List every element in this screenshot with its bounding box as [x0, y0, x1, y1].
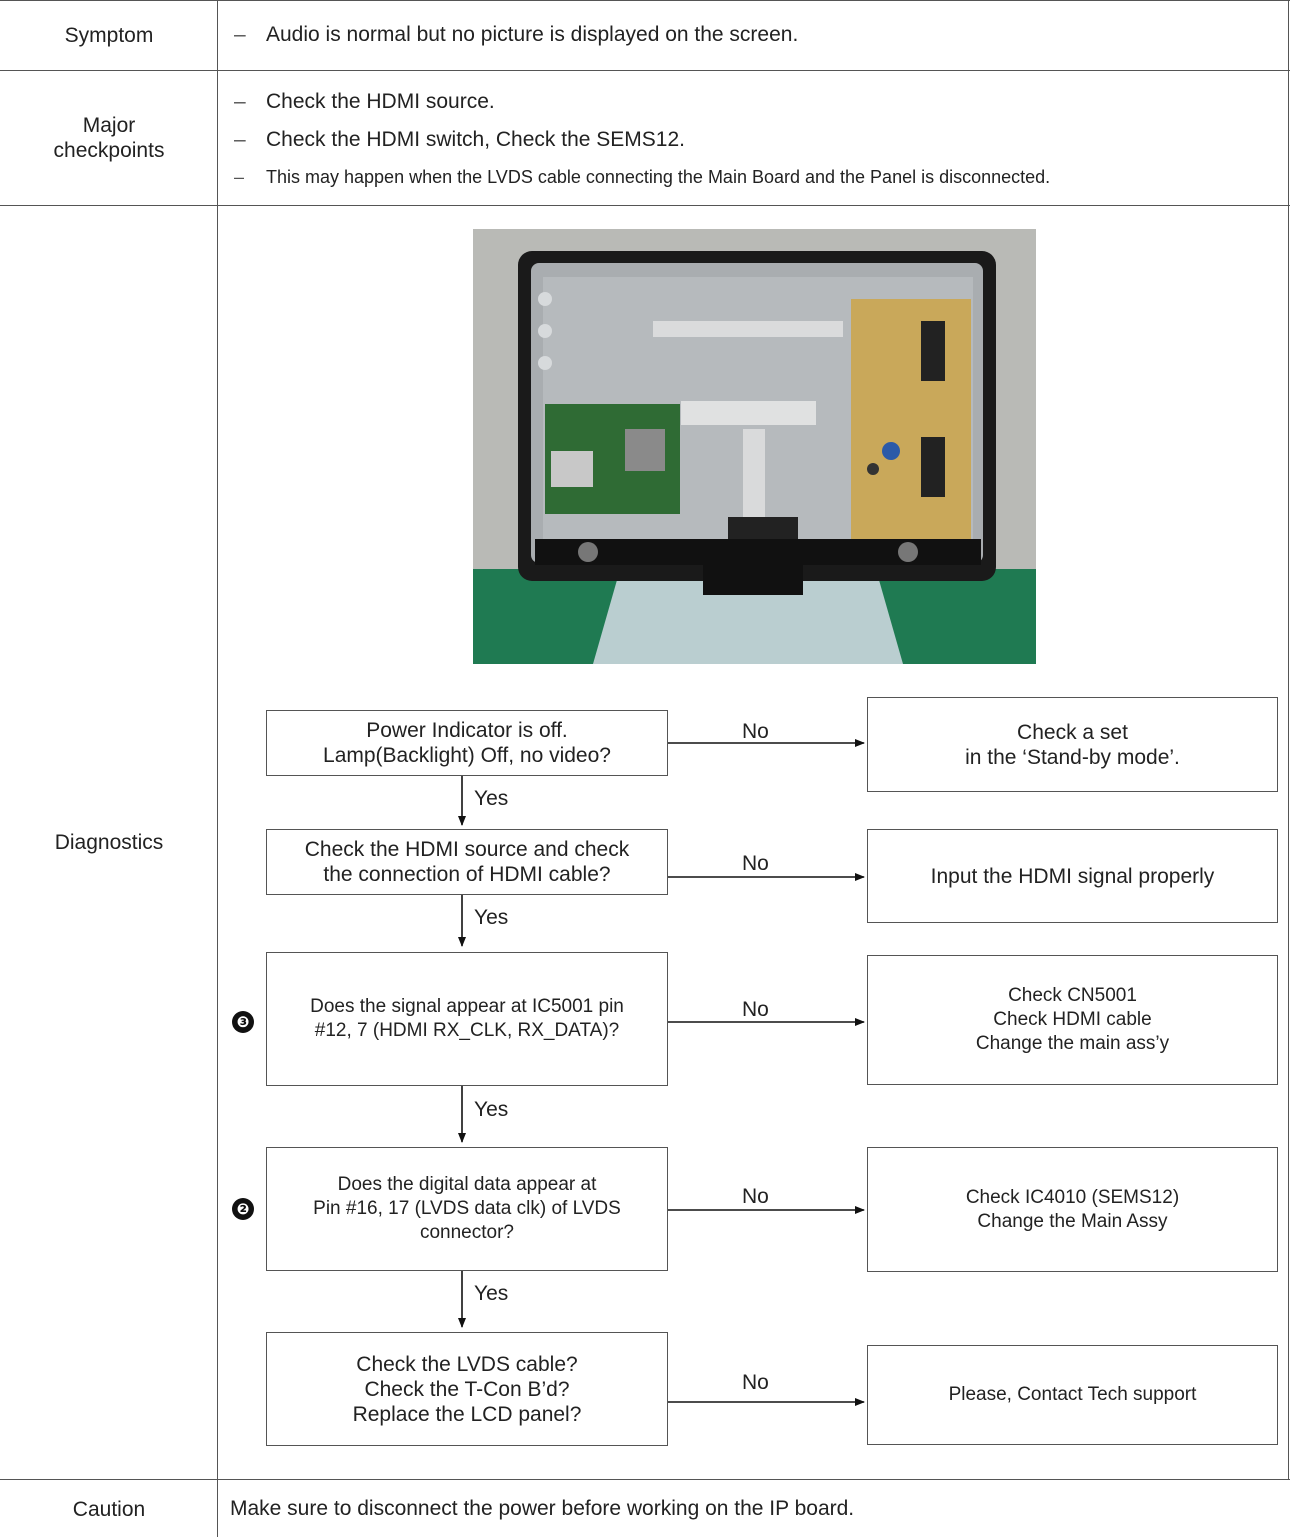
step-marker-2: ❷	[232, 1198, 254, 1220]
column-divider	[217, 0, 218, 1537]
no-label: No	[742, 1371, 769, 1394]
action-box-input-hdmi: Input the HDMI signal properly	[867, 829, 1278, 923]
major-checkpoints-label: Major checkpoints	[53, 114, 165, 162]
action-box-ic4010: Check IC4010 (SEMS12)Change the Main Ass…	[867, 1147, 1278, 1272]
yes-label: Yes	[474, 906, 509, 929]
caution-text: Make sure to disconnect the power before…	[230, 1497, 855, 1520]
no-label: No	[742, 720, 769, 743]
yes-label: Yes	[474, 1282, 509, 1305]
table-top-border	[0, 0, 1290, 1]
action-box-tech-support: Please, Contact Tech support	[867, 1345, 1278, 1445]
question-box-ic5001-signal: Does the signal appear at IC5001 pin#12,…	[266, 952, 668, 1086]
yes-label: Yes	[474, 1098, 509, 1121]
row-divider	[0, 1479, 1290, 1480]
symptom-label: Symptom	[64, 24, 154, 47]
question-box-lvds-cable: Check the LVDS cable?Check the T-Con B’d…	[266, 1332, 668, 1446]
tv-back-panel-photo	[473, 229, 1036, 664]
no-label: No	[742, 1185, 769, 1208]
caution-label: Caution	[72, 1498, 146, 1521]
no-label: No	[742, 852, 769, 875]
diagnostics-label: Diagnostics	[54, 831, 164, 854]
checkpoint-item: –Check the HDMI switch, Check the SEMS12…	[234, 128, 685, 151]
question-box-power-indicator: Power Indicator is off.Lamp(Backlight) O…	[266, 710, 668, 776]
no-label: No	[742, 998, 769, 1021]
checkpoint-item: –This may happen when the LVDS cable con…	[234, 167, 1051, 187]
table-right-border	[1288, 0, 1289, 1479]
checkpoint-item: –Check the HDMI source.	[234, 90, 495, 113]
symptom-text: –Audio is normal but no picture is displ…	[234, 23, 799, 46]
yes-label: Yes	[474, 787, 509, 810]
row-divider	[0, 205, 1290, 206]
step-marker-3: ❸	[232, 1011, 254, 1033]
row-divider	[0, 70, 1290, 71]
